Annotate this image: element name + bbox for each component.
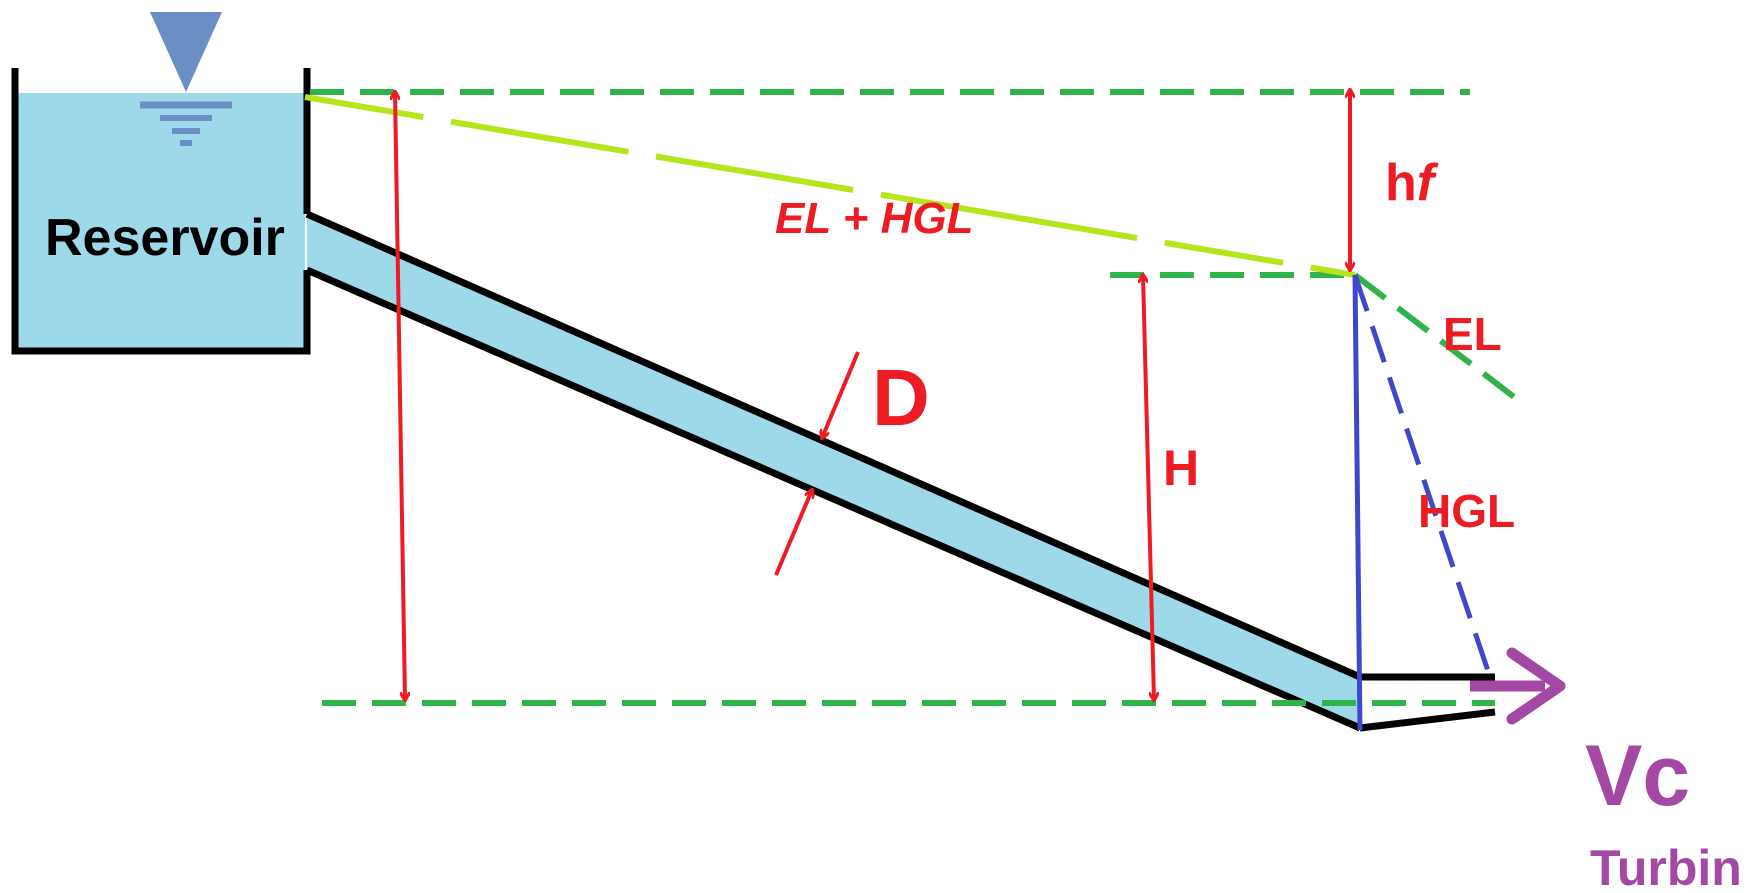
el-hgl-label: EL + HGL xyxy=(775,194,973,243)
diameter-label: D xyxy=(872,353,930,442)
hgl-label: HGL xyxy=(1418,485,1515,537)
hgl-line xyxy=(1352,274,1493,678)
diameter-arrow-top xyxy=(822,351,860,438)
penstock-pipe xyxy=(307,214,1360,728)
el-hgl-line xyxy=(304,94,1356,278)
jet-arrow xyxy=(1470,647,1566,725)
turbine-label: Turbin xyxy=(1590,840,1742,893)
reservoir-walls xyxy=(11,68,311,355)
head-arrow xyxy=(1143,275,1154,700)
diameter-arrow-bottom xyxy=(774,490,812,576)
reservoir-label: Reservoir xyxy=(45,209,285,267)
hf-label: hf xyxy=(1385,154,1439,212)
el-line xyxy=(1353,272,1520,403)
reservoir-water xyxy=(15,93,305,349)
velocity-label: Vc xyxy=(1585,728,1690,824)
pipe-bottom-wall xyxy=(305,266,1362,732)
pipe-top-wall xyxy=(305,210,1362,681)
hf-f: f xyxy=(1417,154,1439,212)
el-label: EL xyxy=(1443,308,1502,360)
head-label: H xyxy=(1163,440,1199,496)
gross-head-arrow xyxy=(395,92,405,700)
hf-h: h xyxy=(1385,154,1417,212)
nozzle-pressure-line xyxy=(1352,274,1363,731)
water-level-icon xyxy=(140,12,232,146)
